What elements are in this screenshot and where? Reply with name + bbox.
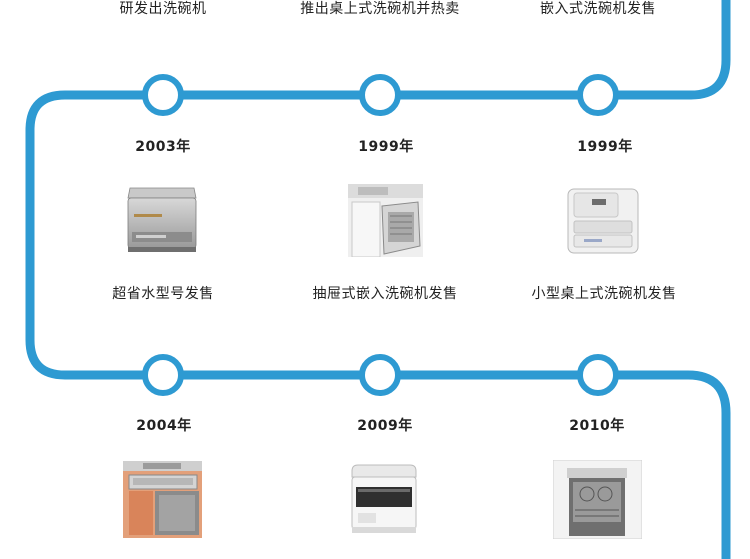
milestone-caption: 小型桌上式洗碗机发售: [531, 286, 677, 302]
timeline-nodes: [142, 74, 619, 396]
milestone-year: 2003年: [135, 139, 191, 155]
milestone-year: 1999年: [577, 139, 633, 155]
milestone-year: 1999年: [358, 139, 414, 155]
product-photo-built-in-open-rack: [553, 460, 642, 539]
product-photo-countertop-silver: [124, 184, 198, 254]
milestone-caption: 研发出洗碗机: [119, 1, 207, 17]
timeline-node: [577, 74, 619, 116]
product-photo-compact-countertop: [564, 185, 642, 259]
milestone-caption: 超省水型号发售: [112, 286, 214, 302]
milestone-year: 2010年: [569, 418, 625, 434]
timeline-node: [577, 354, 619, 396]
milestone-caption: 抽屉式嵌入洗碗机发售: [312, 286, 458, 302]
timeline-node: [359, 354, 401, 396]
milestone-caption: 推出桌上式洗碗机并热卖: [300, 1, 460, 17]
milestone-year: 2009年: [357, 418, 413, 434]
product-photo-countertop-white: [348, 463, 420, 535]
product-photo-built-in-orange: [123, 461, 202, 538]
timeline-node: [142, 74, 184, 116]
milestone-year: 2004年: [136, 418, 192, 434]
product-photo-drawer-built-in: [348, 184, 423, 257]
timeline-node: [142, 354, 184, 396]
timeline-node: [359, 74, 401, 116]
milestone-caption: 嵌入式洗碗机发售: [540, 1, 656, 17]
timeline-line: [25, 0, 731, 559]
